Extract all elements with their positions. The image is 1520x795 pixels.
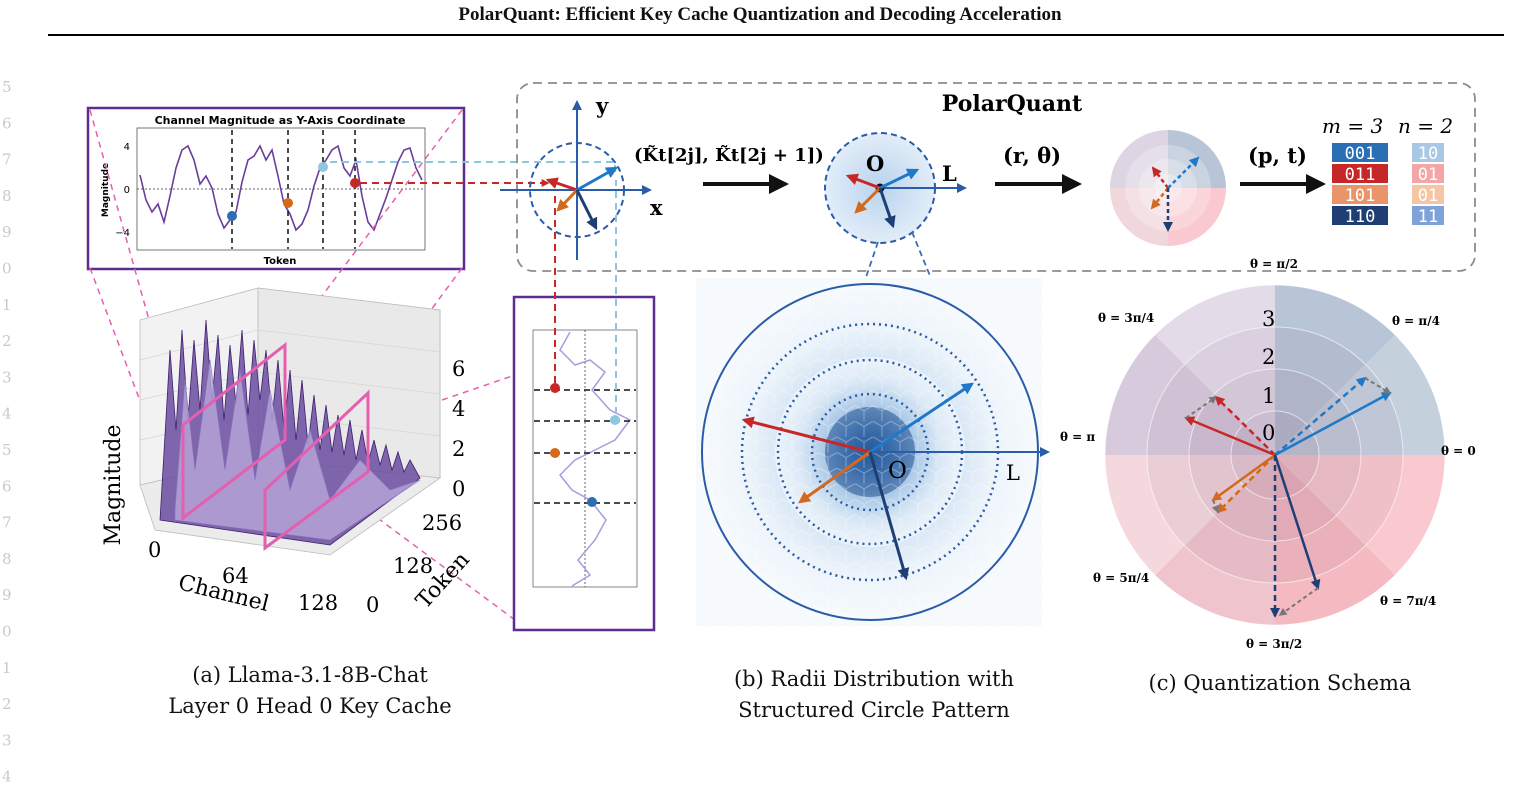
ring-label-2: 2 <box>1262 345 1275 369</box>
line-numbers: 5 6 7 8 9 0 1 2 3 4 5 6 7 8 9 0 1 2 3 4 <box>2 78 12 786</box>
line-number: 9 <box>2 586 12 604</box>
plot3d-xtick-2: 128 <box>298 591 338 615</box>
axis-x-label: x <box>650 195 663 220</box>
plot3d-ytick-0: 256 <box>422 511 462 535</box>
token-signal-panel <box>512 295 656 632</box>
angle-label-top-left: θ = 3π/4 <box>1098 311 1154 325</box>
polar-origin-label: O <box>866 151 884 176</box>
polar-coords-label: (r, θ) <box>1003 143 1061 168</box>
inset-ytick-0: 4 <box>124 142 130 153</box>
line-number: 9 <box>2 223 12 241</box>
caption-b-line1: (b) Radii Distribution with <box>733 667 1014 691</box>
line-number: 4 <box>2 768 12 786</box>
angle-label-bottom-left: θ = 5π/4 <box>1093 571 1149 585</box>
n-label: n = 2 <box>1398 114 1453 138</box>
m-label: m = 3 <box>1322 114 1383 138</box>
line-number: 8 <box>2 187 12 205</box>
angle-label-bottom-right: θ = 7π/4 <box>1380 594 1436 608</box>
pt-label: (p, t) <box>1248 143 1307 168</box>
radii-distribution: O L <box>696 278 1050 626</box>
ring-label-3: 3 <box>1262 307 1275 331</box>
line-number: 7 <box>2 514 12 532</box>
code-m-2: 101 <box>1345 186 1376 206</box>
plot3d-ztick-3: 0 <box>452 477 465 501</box>
plot3d-ztick-0: 6 <box>452 357 465 381</box>
plot3d-xtick-1: 64 <box>222 564 249 588</box>
page-title: PolarQuant: Efficient Key Cache Quantiza… <box>458 4 1062 25</box>
line-number: 1 <box>2 296 12 314</box>
angle-label-bottom: θ = 3π/2 <box>1246 637 1302 651</box>
plot3d-ztick-1: 4 <box>452 397 465 421</box>
angle-label-right: θ = 0 <box>1441 444 1476 458</box>
radii-radius-label: L <box>1006 461 1020 485</box>
angle-label-top: θ = π/2 <box>1250 257 1298 271</box>
caption-a: (a) Llama-3.1-8B-Chat Layer 0 Head 0 Key… <box>130 660 490 722</box>
code-table-m: 001 011 101 110 <box>1332 143 1388 227</box>
radii-origin-label: O <box>888 458 907 484</box>
line-number: 3 <box>2 368 12 386</box>
line-number: 2 <box>2 695 12 713</box>
angle-label-left: θ = π <box>1060 430 1095 444</box>
code-n-3: 11 <box>1418 207 1438 227</box>
line-number: 2 <box>2 332 12 350</box>
surface-plot-3d: 6 4 2 0 Magnitude 0 64 128 Channel 256 1… <box>101 287 475 617</box>
caption-b: (b) Radii Distribution with Structured C… <box>700 664 1048 726</box>
quant-schema: 3 2 1 0 θ = π/2 θ = 3π/4 θ = π/4 θ = π θ… <box>1060 257 1476 651</box>
caption-c-line1: (c) Quantization Schema <box>1148 671 1412 695</box>
angle-label-top-right: θ = π/4 <box>1392 314 1440 328</box>
line-number: 1 <box>2 659 12 677</box>
line-number: 4 <box>2 405 12 423</box>
ring-label-1: 1 <box>1262 384 1275 408</box>
inset-xlabel: Token <box>264 256 297 267</box>
code-n-2: 01 <box>1418 186 1438 206</box>
code-n-0: 10 <box>1418 144 1438 164</box>
code-n-1: 01 <box>1418 165 1438 185</box>
plot3d-ytick-1: 128 <box>393 554 433 578</box>
inset-plot: Channel Magnitude as Y-Axis Coordinate M… <box>86 106 466 271</box>
caption-a-line1: (a) Llama-3.1-8B-Chat <box>192 663 428 687</box>
line-number: 8 <box>2 550 12 568</box>
code-m-1: 011 <box>1345 165 1376 185</box>
polarquant-title: PolarQuant <box>942 91 1083 117</box>
caption-a-line2: Layer 0 Head 0 Key Cache <box>168 694 452 718</box>
highlight-frame-right <box>263 389 370 551</box>
line-number: 5 <box>2 441 12 459</box>
line-number: 0 <box>2 623 12 641</box>
code-m-3: 110 <box>1345 207 1376 227</box>
line-number: 7 <box>2 151 12 169</box>
inset-ytick-1: 0 <box>124 185 130 196</box>
line-number: 0 <box>2 260 12 278</box>
title-rule <box>48 34 1504 36</box>
line-number: 6 <box>2 477 12 495</box>
line-number: 5 <box>2 78 12 96</box>
inset-ylabel: Magnitude <box>101 163 111 217</box>
pair-label: (K̃t[2j], K̃t[2j + 1]) <box>634 144 824 166</box>
code-m-0: 001 <box>1345 144 1376 164</box>
plot3d-zlabel: Magnitude <box>101 424 126 545</box>
plot3d-ztick-2: 2 <box>452 437 465 461</box>
inset-title: Channel Magnitude as Y-Axis Coordinate <box>155 114 406 127</box>
plot3d-ytick-2: 0 <box>366 593 379 617</box>
polar-radius-label: L <box>942 161 957 186</box>
line-number: 3 <box>2 731 12 749</box>
inset-signal-line <box>139 144 423 232</box>
plot3d-xtick-0: 0 <box>148 538 161 562</box>
polarquant-box: PolarQuant y x (K̃t[2j], K̃t[2j + 1]) O … <box>500 82 1476 379</box>
axis-y-label: y <box>595 93 609 118</box>
highlight-frame-left <box>181 341 287 522</box>
caption-c: (c) Quantization Schema <box>1110 668 1450 699</box>
mini-quant-disc <box>1110 130 1226 246</box>
caption-b-line2: Structured Circle Pattern <box>738 698 1010 722</box>
ring-label-0: 0 <box>1262 421 1275 445</box>
code-table-n: 10 01 01 11 <box>1412 143 1444 227</box>
inset-ytick-2: −4 <box>115 228 130 239</box>
line-number: 6 <box>2 114 12 132</box>
